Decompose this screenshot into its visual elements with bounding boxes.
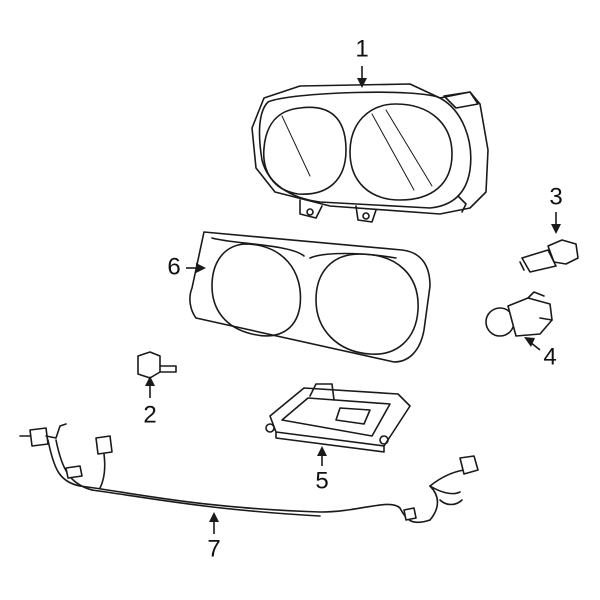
screw bbox=[137, 351, 177, 379]
arrowhead-6 bbox=[196, 263, 206, 273]
arrowhead-1 bbox=[357, 78, 367, 88]
callout-1: 1 bbox=[355, 35, 368, 62]
callout-7: 7 bbox=[207, 535, 220, 562]
bulb bbox=[519, 239, 579, 273]
arrowhead-2 bbox=[145, 376, 155, 386]
callout-arrows bbox=[145, 66, 561, 534]
callout-5: 5 bbox=[315, 467, 328, 494]
arrowhead-7 bbox=[209, 512, 219, 522]
arrowhead-4 bbox=[524, 337, 535, 347]
arrowhead-5 bbox=[317, 446, 327, 456]
ballast-module bbox=[265, 383, 411, 453]
callout-6: 6 bbox=[167, 253, 180, 280]
wiring-harness bbox=[19, 423, 479, 524]
bulb-socket bbox=[485, 291, 553, 337]
callout-3: 3 bbox=[549, 183, 562, 210]
callout-2: 2 bbox=[143, 401, 156, 428]
callout-4: 4 bbox=[543, 343, 556, 370]
headlamp-bezel bbox=[189, 231, 431, 363]
headlamp-assembly bbox=[251, 83, 489, 223]
arrowhead-3 bbox=[551, 224, 561, 234]
